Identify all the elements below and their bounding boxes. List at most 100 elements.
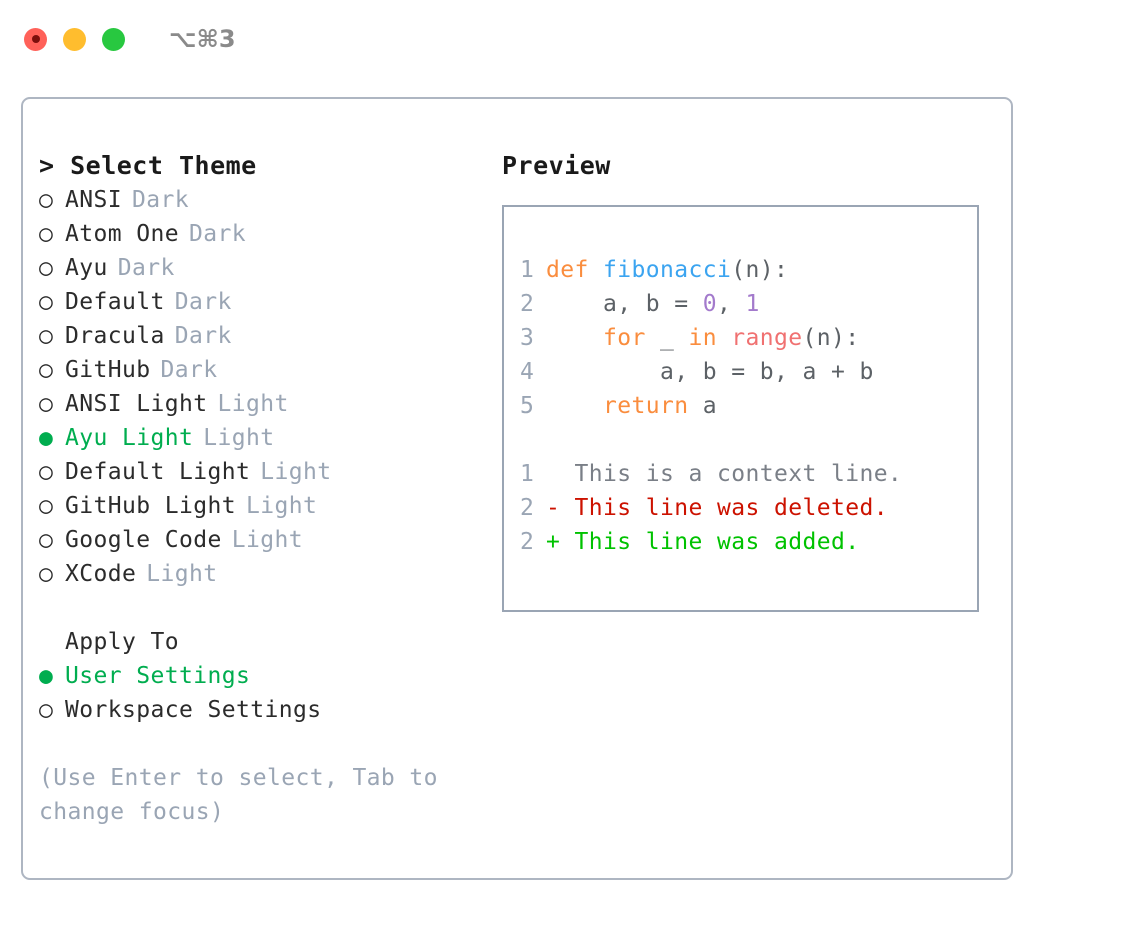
- theme-option-label: ANSI: [65, 187, 122, 213]
- theme-variant-tag: Dark: [188, 221, 246, 247]
- title-bar: ⌥⌘3: [0, 0, 1140, 78]
- theme-option-ansi-light[interactable]: ○ ANSI Light Light: [39, 387, 499, 421]
- code-line-content: return a: [546, 389, 717, 423]
- diff-marker-add: +: [546, 529, 561, 555]
- code-token-pl: a: [688, 393, 717, 419]
- radio-selected-icon: ●: [39, 425, 54, 451]
- theme-option-google-code[interactable]: ○ Google Code Light: [39, 523, 499, 557]
- code-token-kw: for: [603, 325, 646, 351]
- theme-variant-tag: Light: [245, 493, 318, 519]
- theme-option-label: XCode: [65, 561, 137, 587]
- diff-snippet: 1 This is a context line.2- This line wa…: [520, 457, 977, 559]
- radio-unselected-icon: ○: [39, 493, 54, 519]
- minimize-button[interactable]: [63, 27, 86, 51]
- theme-variant-tag: Dark: [174, 323, 232, 349]
- radio-unselected-icon: ○: [39, 561, 54, 587]
- code-token-pl: [546, 325, 603, 351]
- theme-option-label: Atom One: [65, 221, 179, 247]
- code-line: 4 a, b = b, a + b: [520, 355, 977, 389]
- preview-heading: Preview: [502, 151, 611, 180]
- theme-variant-tag: Dark: [160, 357, 218, 383]
- keyboard-shortcut-label: ⌥⌘3: [169, 25, 236, 53]
- code-token-pl: [546, 393, 603, 419]
- theme-option-github-light[interactable]: ○ GitHub Light Light: [39, 489, 499, 523]
- code-token-bi: range: [731, 325, 803, 351]
- code-line: 2 a, b = 0, 1: [520, 287, 977, 321]
- theme-option-ayu-light[interactable]: ● Ayu Light Light: [39, 421, 499, 455]
- code-line-content: for _ in range(n):: [546, 321, 860, 355]
- apply-to-option-label: User Settings: [65, 663, 251, 689]
- theme-option-atom-one[interactable]: ○ Atom One Dark: [39, 217, 499, 251]
- theme-option-dracula[interactable]: ○ Dracula Dark: [39, 319, 499, 353]
- code-line-content: def fibonacci(n):: [546, 253, 788, 287]
- radio-unselected-icon: ○: [39, 187, 54, 213]
- theme-option-label: ANSI Light: [65, 391, 208, 417]
- diff-line-number: 2: [520, 529, 535, 555]
- apply-to-option-list[interactable]: ● User Settings ○ Workspace Settings: [39, 659, 499, 727]
- radio-unselected-icon: ○: [39, 323, 54, 349]
- theme-variant-tag: Light: [217, 391, 289, 417]
- radio-selected-icon: ●: [39, 663, 54, 689]
- code-token-fn: fibonacci: [603, 257, 732, 283]
- close-button[interactable]: [24, 27, 47, 51]
- code-line-number: 4: [520, 359, 535, 385]
- radio-unselected-icon: ○: [39, 459, 54, 485]
- code-line: 3 for _ in range(n):: [520, 321, 977, 355]
- theme-option-label: Ayu: [65, 255, 108, 281]
- code-token-pl: a, b = b, a + b: [546, 359, 874, 385]
- theme-option-label: GitHub Light: [65, 493, 236, 519]
- apply-to-option-workspace-settings[interactable]: ○ Workspace Settings: [39, 693, 499, 727]
- radio-unselected-icon: ○: [39, 391, 54, 417]
- diff-line-text: This line was deleted.: [560, 495, 888, 521]
- radio-unselected-icon: ○: [39, 357, 54, 383]
- theme-variant-tag: Light: [146, 561, 218, 587]
- code-token-pl: [717, 325, 731, 351]
- radio-unselected-icon: ○: [39, 221, 54, 247]
- theme-variant-tag: Light: [260, 459, 332, 485]
- code-token-pl: (n):: [802, 325, 860, 351]
- theme-option-label: GitHub: [65, 357, 151, 383]
- apply-to-option-user-settings[interactable]: ● User Settings: [39, 659, 499, 693]
- code-line-number: 3: [520, 325, 535, 351]
- apply-to-option-label: Workspace Settings: [65, 697, 322, 723]
- keyboard-hint-text: (Use Enter to select, Tab to change focu…: [39, 765, 453, 825]
- list-spacer: [39, 591, 499, 625]
- radio-unselected-icon: ○: [39, 697, 54, 723]
- diff-line-number: 1: [520, 461, 535, 487]
- diff-line-del: 2- This line was deleted.: [520, 491, 977, 525]
- diff-line-text: This line was added.: [560, 529, 860, 555]
- apply-to-heading: Apply To: [65, 629, 179, 655]
- code-token-pl: _: [645, 325, 689, 351]
- theme-option-label: Default: [65, 289, 165, 315]
- theme-variant-tag: Light: [203, 425, 275, 451]
- theme-option-label: Ayu Light: [65, 425, 194, 451]
- diff-line-ctx: 1 This is a context line.: [520, 457, 977, 491]
- maximize-button[interactable]: [102, 27, 125, 51]
- theme-option-github[interactable]: ○ GitHub Dark: [39, 353, 499, 387]
- code-blank-line: [520, 423, 977, 457]
- theme-option-label: Dracula: [65, 323, 165, 349]
- code-token-kw: return: [603, 393, 689, 419]
- diff-marker-del: -: [546, 495, 561, 521]
- radio-unselected-icon: ○: [39, 527, 54, 553]
- code-line-number: 5: [520, 393, 535, 419]
- code-line-number: 1: [520, 257, 535, 283]
- diff-marker-ctx: [546, 457, 560, 491]
- code-line: 1 def fibonacci(n):: [520, 253, 977, 287]
- theme-option-xcode[interactable]: ○ XCode Light: [39, 557, 499, 591]
- theme-option-label: Google Code: [65, 527, 222, 553]
- code-token-pl: ,: [716, 291, 746, 317]
- theme-variant-tag: Dark: [174, 289, 232, 315]
- theme-variant-tag: Light: [231, 527, 303, 553]
